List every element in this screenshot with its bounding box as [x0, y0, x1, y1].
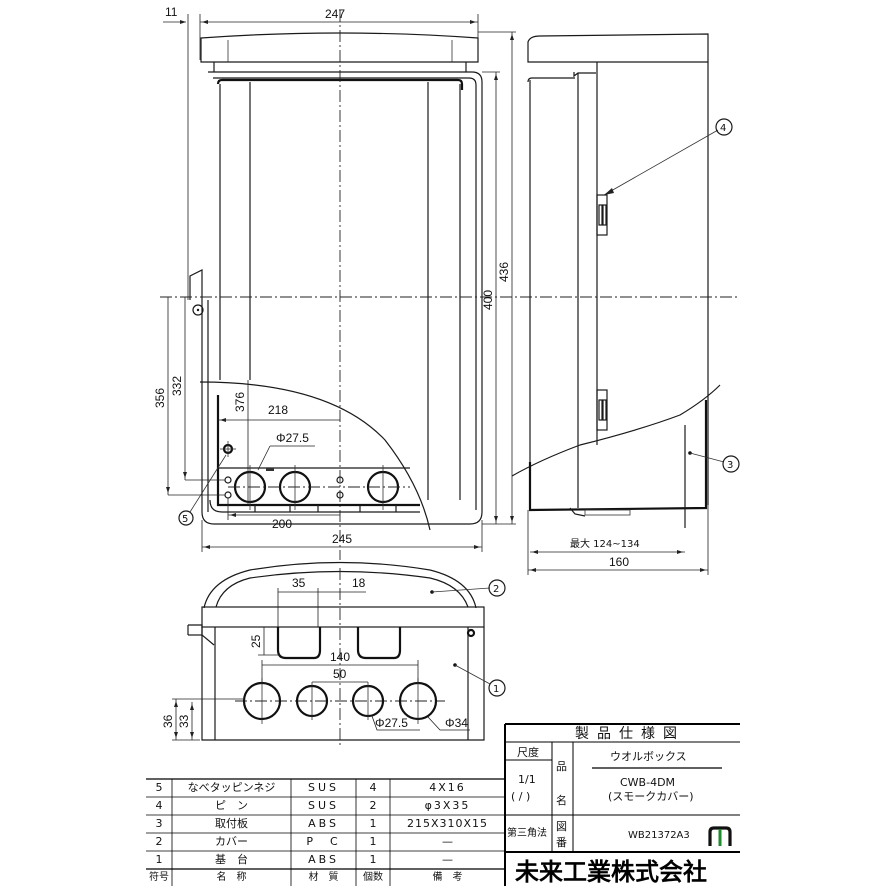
dim-200: 200 — [272, 517, 292, 531]
part-name: 基 台 — [215, 853, 248, 866]
dim-436: 436 — [497, 262, 511, 282]
part-no: 4 — [155, 799, 163, 812]
part-qty: 2 — [369, 799, 377, 812]
side-view: 4 3 最大 124~134 160 — [511, 33, 740, 575]
dim-245: 245 — [332, 532, 352, 546]
part-material: ABS — [308, 817, 339, 830]
part-no: 5 — [155, 781, 163, 794]
header-name: 名 称 — [216, 872, 247, 883]
dim-400: 400 — [481, 290, 495, 310]
dim-140: 140 — [330, 650, 350, 664]
parts-table — [146, 778, 505, 886]
part-qty: 4 — [369, 781, 377, 794]
product-label-1: 品 — [556, 760, 567, 773]
dim-332: 332 — [170, 376, 184, 396]
drawing-no-label-1: 図 — [556, 820, 567, 833]
table-row: 2 カバー P C 1 — — [146, 833, 505, 851]
part-note: 215X310X15 — [406, 817, 489, 830]
table-header: 符号 名 称 材 質 個数 備 考 — [146, 869, 505, 886]
pin-lower — [596, 389, 608, 431]
dim-slot-height: 25 — [249, 634, 263, 648]
company-logo-icon — [708, 826, 732, 846]
part-material: SUS — [307, 799, 340, 812]
table-row: 3 取付板 ABS 1 215X310X15 — [146, 815, 505, 833]
dim-376: 376 — [233, 392, 247, 412]
scale-value: 1/1 — [518, 773, 536, 786]
dim-depth: 160 — [609, 555, 629, 569]
part-name: 取付板 — [215, 817, 248, 830]
part-material: P C — [306, 835, 341, 848]
drawing-number: WB21372A3 — [628, 830, 690, 841]
product-variant: (スモークカバー) — [608, 790, 694, 803]
part-note: — — [442, 853, 453, 866]
part-qty: 1 — [369, 817, 377, 830]
callout-1: 1 — [493, 684, 499, 695]
dim-218: 218 — [268, 403, 288, 417]
dim-33: 33 — [177, 714, 191, 728]
part-note: — — [442, 835, 453, 848]
projection-label: 第三角法 — [507, 826, 547, 839]
product-model: CWB-4DM — [620, 776, 675, 789]
dim-50: 50 — [333, 667, 347, 681]
part-name: カバー — [215, 835, 248, 848]
part-name: ピ ン — [215, 799, 248, 812]
pin-upper — [596, 194, 608, 236]
dim-hole-dia-front: Φ27.5 — [276, 431, 309, 445]
company-name: 未来工業株式会社 — [515, 858, 707, 886]
part-qty: 1 — [369, 835, 377, 848]
dim-slot-offset: 18 — [352, 576, 366, 590]
bottom-view: 35 18 25 140 50 36 33 Φ27.5 Φ34 2 — [161, 561, 506, 745]
header-note: 備 考 — [432, 872, 463, 883]
table-row: 4 ピ ン SUS 2 φ3X35 — [146, 797, 505, 815]
product-label-2: 名 — [556, 793, 567, 807]
dim-hole-small: Φ27.5 — [375, 716, 408, 730]
callout-4: 4 — [720, 123, 726, 134]
header-qty: 個数 — [363, 872, 383, 883]
header-no: 符号 — [149, 872, 169, 883]
part-no: 1 — [155, 853, 163, 866]
scale-label: 尺度 — [517, 745, 539, 759]
dim-11: 11 — [165, 5, 178, 19]
dim-247: 247 — [325, 7, 345, 21]
title-block: 製品仕様図 尺度 1/1 ( / ) 品 名 ウオルボックス CWB-4DM (… — [504, 723, 740, 886]
header-material: 材 質 — [308, 872, 339, 883]
callout-5: 5 — [182, 514, 188, 525]
dim-slot-width: 35 — [292, 576, 306, 590]
part-name: なべタッピンネジ — [187, 781, 276, 794]
dim-depth-max: 最大 124~134 — [570, 537, 640, 550]
drawing-no-label-2: 番 — [556, 836, 567, 849]
dim-hole-large: Φ34 — [445, 716, 468, 730]
part-material: SUS — [307, 781, 340, 794]
callout-3: 3 — [727, 460, 733, 471]
dim-356: 356 — [153, 388, 167, 408]
table-row: 1 基 台 ABS 1 — — [146, 851, 505, 869]
callout-2: 2 — [493, 584, 499, 595]
part-qty: 1 — [369, 853, 377, 866]
parts-table-rows: 5 なべタッピンネジ SUS 4 4X16 4 ピ ン SUS 2 φ3X35 … — [146, 779, 505, 886]
product-type: ウオルボックス — [610, 750, 687, 763]
part-no: 2 — [155, 835, 163, 848]
part-note: φ3X35 — [424, 799, 471, 812]
title-block-heading: 製品仕様図 — [575, 726, 685, 742]
part-note: 4X16 — [429, 781, 466, 794]
part-no: 3 — [155, 817, 163, 830]
front-view: Φ27.5 218 376 356 332 200 245 247 11 — [153, 5, 740, 560]
table-row: 5 なべタッピンネジ SUS 4 4X16 — [146, 779, 505, 797]
dim-36: 36 — [161, 714, 175, 728]
scale-sub: ( / ) — [511, 790, 530, 803]
part-material: ABS — [308, 853, 339, 866]
